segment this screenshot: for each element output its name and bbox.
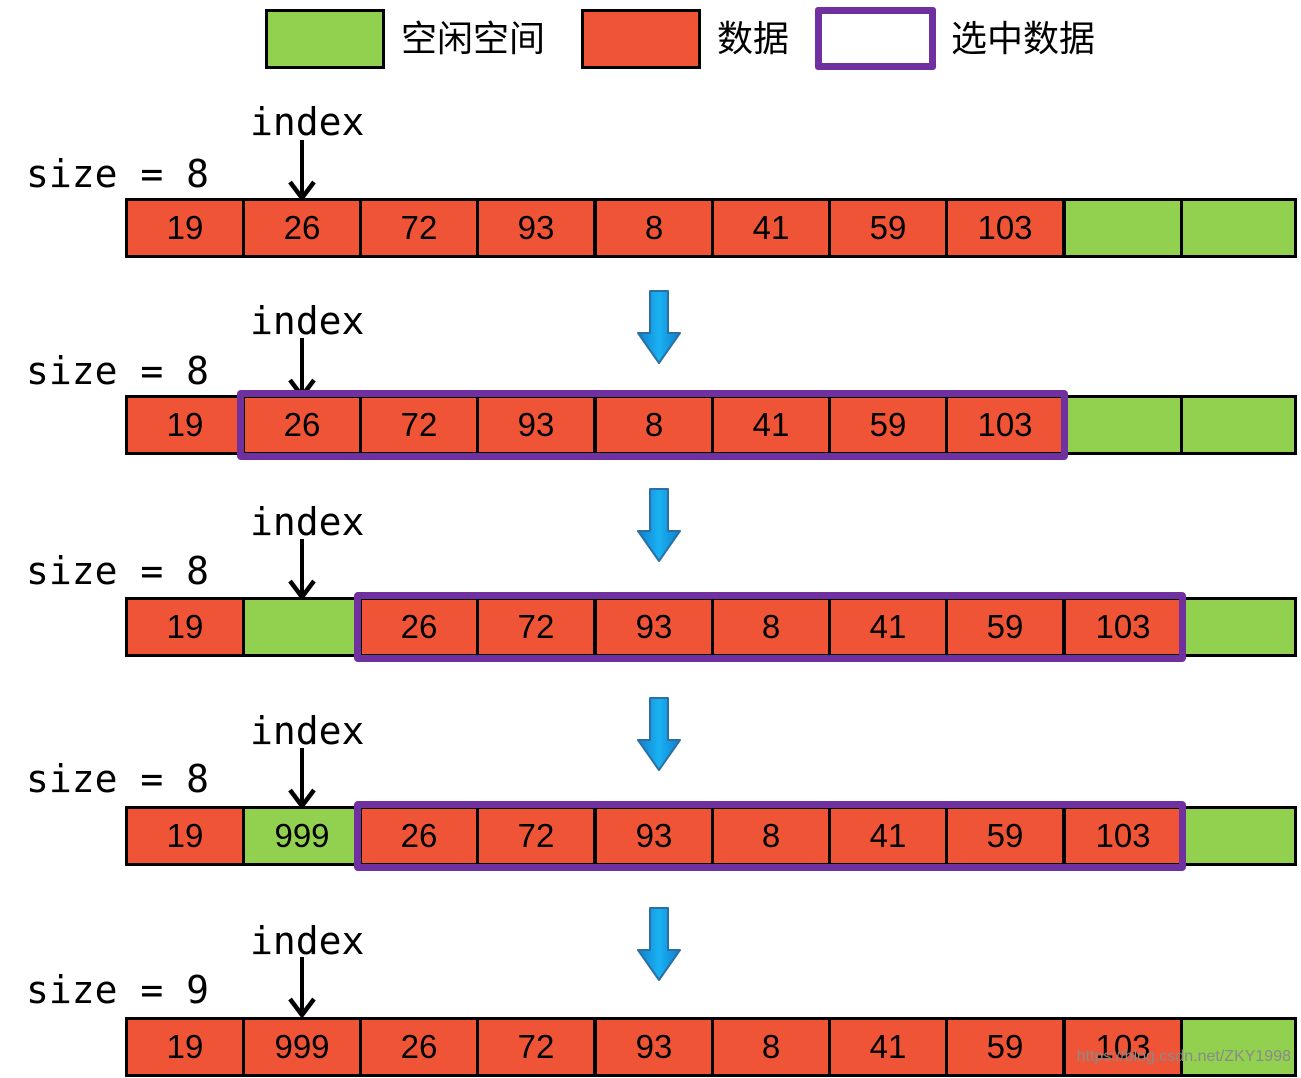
free-cell [1180, 806, 1297, 866]
free-cell [1180, 198, 1297, 258]
free-cell [1180, 597, 1297, 657]
data-cell: 26 [242, 198, 362, 258]
flow-down-arrow-icon [636, 487, 682, 563]
legend-data-label: 数据 [717, 19, 790, 60]
data-cell: 103 [945, 395, 1065, 455]
legend-selected-swatch [815, 7, 936, 70]
data-cell: 59 [828, 198, 948, 258]
size-label: size = 8 [26, 152, 210, 196]
index-pointer-arrow-icon [285, 138, 319, 202]
data-cell: 59 [945, 1017, 1065, 1077]
data-cell: 8 [711, 806, 831, 866]
data-cell: 41 [828, 1017, 948, 1077]
selection-outline [354, 592, 1186, 662]
size-label: size = 8 [26, 549, 210, 593]
index-pointer-arrow-icon [285, 746, 319, 810]
data-cell: 103 [1063, 1017, 1183, 1077]
legend-free-label: 空闲空间 [401, 19, 546, 60]
data-cell: 999 [242, 1017, 362, 1077]
free-cell [242, 597, 362, 657]
data-cell: 26 [242, 395, 362, 455]
data-cell: 26 [359, 1017, 479, 1077]
free-cell: 999 [242, 806, 362, 866]
size-label: size = 9 [26, 968, 210, 1012]
data-cell: 41 [711, 198, 831, 258]
data-cell: 19 [125, 806, 245, 866]
index-label: index [250, 100, 365, 144]
index-label: index [250, 500, 365, 544]
data-cell: 93 [476, 198, 596, 258]
data-cell: 19 [125, 395, 245, 455]
legend-selected-label: 选中数据 [951, 19, 1096, 60]
index-pointer-arrow-icon [285, 955, 319, 1019]
legend-free-swatch [265, 9, 385, 69]
free-cell [1180, 1017, 1297, 1077]
index-pointer-arrow-icon [285, 537, 319, 601]
data-cell: 93 [594, 1017, 714, 1077]
data-cell: 72 [476, 1017, 596, 1077]
flow-down-arrow-icon [636, 289, 682, 365]
size-label: size = 8 [26, 757, 210, 801]
flow-down-arrow-icon [636, 906, 682, 982]
data-cell: 93 [594, 806, 714, 866]
index-label: index [250, 919, 365, 963]
data-cell: 19 [125, 597, 245, 657]
data-cell: 103 [945, 198, 1065, 258]
flow-down-arrow-icon [636, 696, 682, 772]
selection-outline [354, 801, 1186, 871]
data-cell: 72 [476, 597, 596, 657]
watermark: https://blog.csdn.net/ZKY1998 [1076, 1048, 1291, 1065]
index-label: index [250, 299, 365, 343]
selection-outline [237, 390, 1068, 460]
free-cell [1180, 395, 1297, 455]
data-cell: 19 [125, 1017, 245, 1077]
free-cell [1063, 198, 1183, 258]
data-cell: 72 [359, 198, 479, 258]
data-cell: 8 [594, 198, 714, 258]
index-label: index [250, 709, 365, 753]
free-cell [1063, 395, 1183, 455]
legend-data-swatch [581, 9, 701, 69]
data-cell: 19 [125, 198, 245, 258]
data-cell: 8 [711, 1017, 831, 1077]
size-label: size = 8 [26, 349, 210, 393]
